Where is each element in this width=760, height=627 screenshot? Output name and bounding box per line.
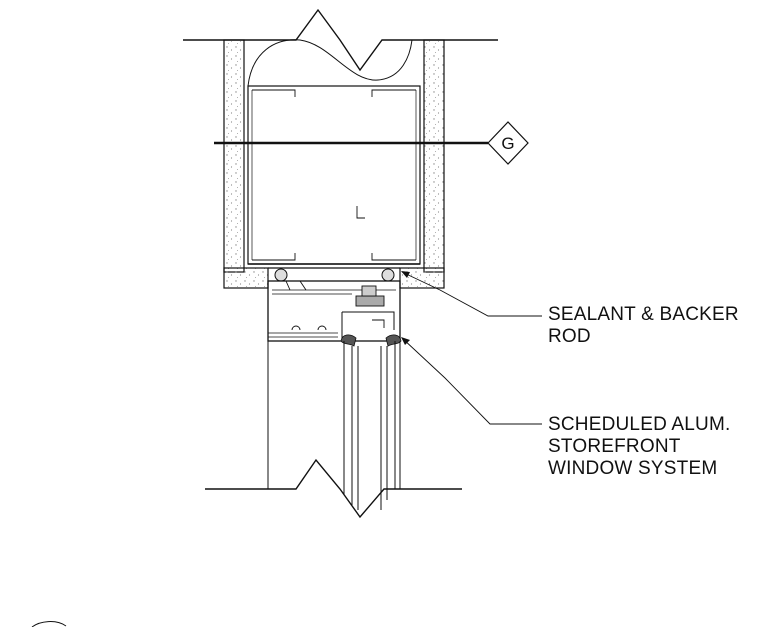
storefront-jamb-lines xyxy=(267,341,401,510)
sealant-backer-rod-note: SEALANT & BACKER ROD xyxy=(548,304,739,348)
partial-symbol-arc xyxy=(31,621,67,627)
note-line: WINDOW SYSTEM xyxy=(548,458,718,479)
leader-arrowheads xyxy=(401,271,410,345)
gypsum-board-walls xyxy=(223,39,445,289)
note-line: ROD xyxy=(548,326,591,347)
grid-tag-g: G xyxy=(487,121,529,165)
note-line: STOREFRONT xyxy=(548,436,681,457)
note-line: SCHEDULED ALUM. xyxy=(548,414,731,435)
cavity-break-curve xyxy=(247,39,413,87)
bottom-break-line xyxy=(205,458,462,519)
storefront-head-frame xyxy=(267,267,401,342)
wall-lining-lines xyxy=(243,40,425,268)
grid-tag-label: G xyxy=(501,134,514,153)
storefront-window-note: SCHEDULED ALUM. STOREFRONT WINDOW SYSTEM xyxy=(548,414,731,480)
metal-stud-framing xyxy=(247,85,421,265)
note-leaders xyxy=(401,271,542,425)
glazing-gaskets xyxy=(340,334,402,347)
note-line: SEALANT & BACKER xyxy=(548,304,739,325)
